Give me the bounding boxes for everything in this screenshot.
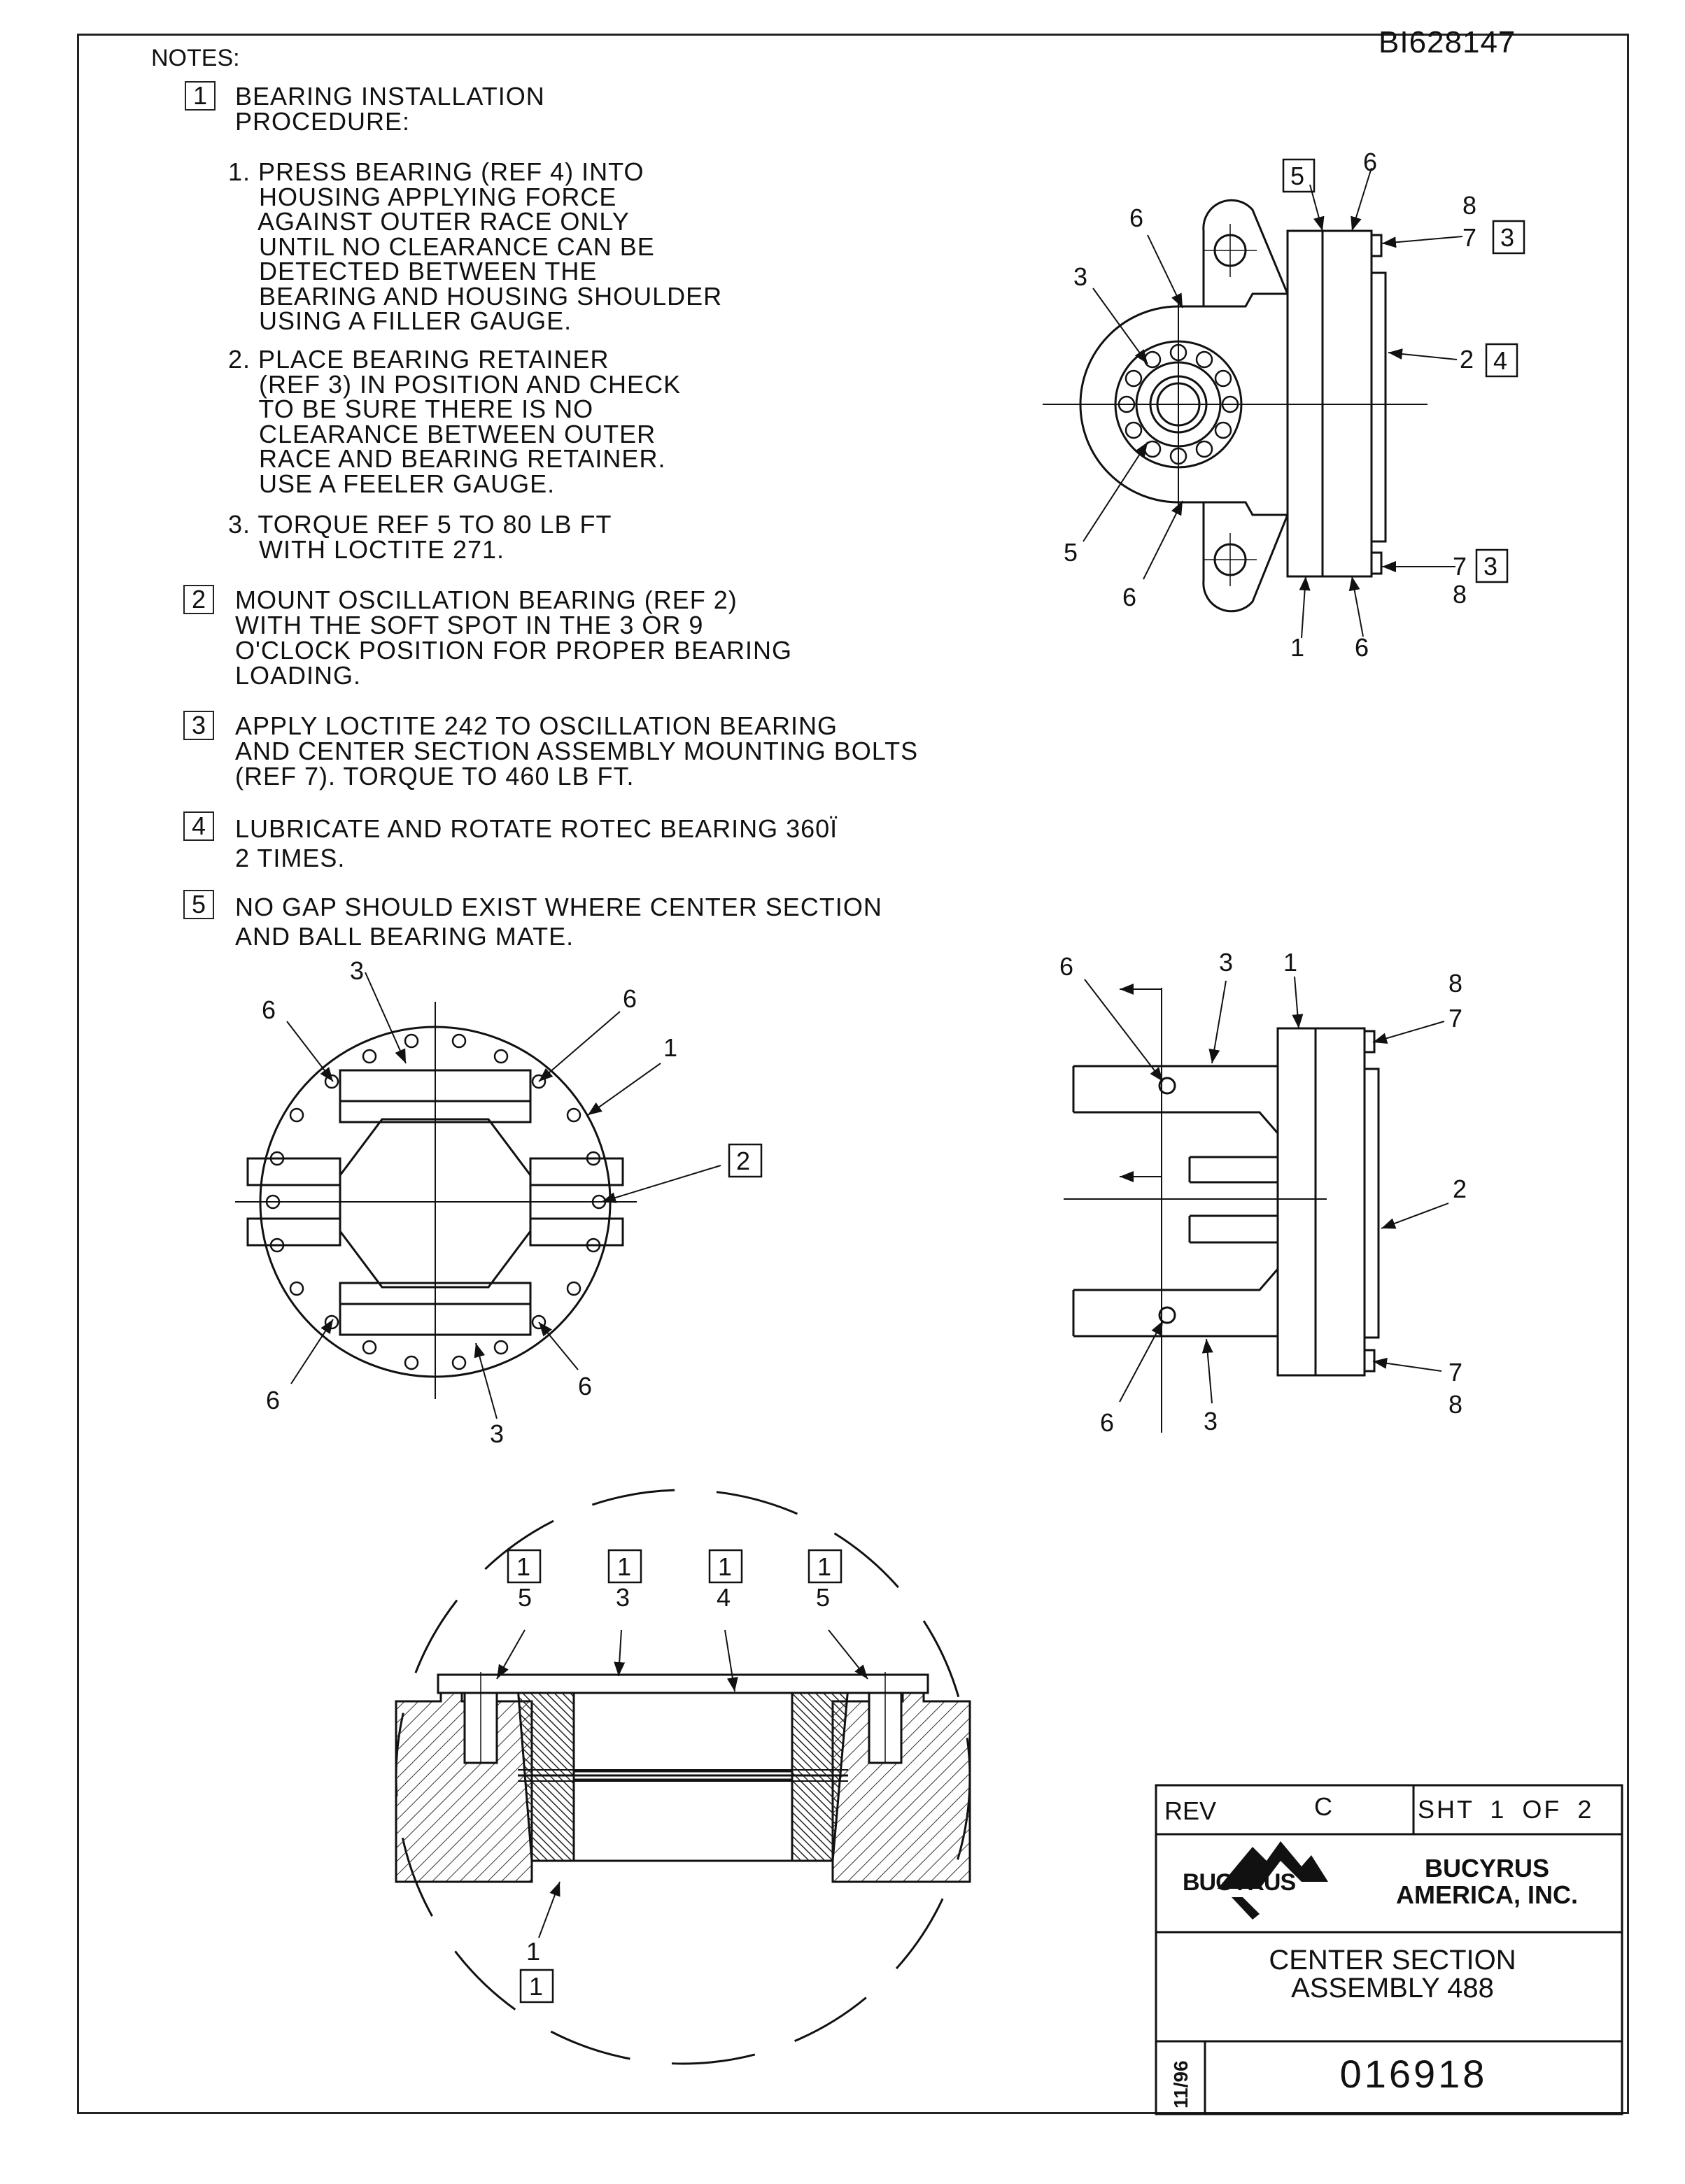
callout-label: 8 <box>1462 191 1476 220</box>
callout-label: 5 <box>816 1583 830 1612</box>
middle-left-view <box>235 972 721 1419</box>
callout-label: 6 <box>266 1386 280 1414</box>
callout-label: 3 <box>1073 262 1087 291</box>
callout-label: 6 <box>578 1372 592 1401</box>
note-1-step-3: 3. TORQUE REF 5 TO 80 LB FT WITH LOCTITE… <box>228 510 612 564</box>
note-4-text: LUBRICATE AND ROTATE ROTEC BEARING 360Ï … <box>235 814 838 872</box>
callout-label: 3 <box>1483 552 1497 581</box>
drawing-title: CENTER SECTION ASSEMBLY 488 <box>1269 1945 1516 2004</box>
callout-label: 6 <box>1122 583 1136 611</box>
callout-label: 6 <box>1100 1408 1114 1437</box>
document-id: BI628147 <box>1379 25 1516 59</box>
callout-label: 6 <box>1355 633 1369 662</box>
note-number-box: 1 <box>185 81 216 111</box>
detail-view <box>395 1489 971 2065</box>
callout-label: 6 <box>1059 952 1073 981</box>
drawing-border <box>77 34 1629 2114</box>
callout-label: 5 <box>518 1583 532 1612</box>
middle-left-callouts: 3 6 6 1 2 6 6 3 <box>262 956 763 1448</box>
middle-right-callouts: 6 3 1 8 7 2 7 8 6 3 <box>1059 948 1467 1437</box>
callout-label: 1 <box>1283 948 1297 977</box>
callout-label: 4 <box>717 1583 731 1612</box>
callout-label: 7 <box>1448 1358 1462 1387</box>
callout-label: 8 <box>1448 1390 1462 1419</box>
callout-label: 4 <box>1493 346 1507 375</box>
callout-label: 7 <box>1453 552 1467 581</box>
middle-right-view <box>1064 976 1449 1433</box>
callout-label: 1 <box>718 1552 732 1581</box>
detail-callouts: 1 1 1 1 5 3 4 5 1 1 <box>507 1549 842 2004</box>
note-5-text: NO GAP SHOULD EXIST WHERE CENTER SECTION… <box>235 893 882 951</box>
callout-label: 8 <box>1453 580 1467 609</box>
callout-label: 6 <box>1129 204 1143 232</box>
callout-label: 7 <box>1462 223 1476 252</box>
callout-label: 1 <box>1290 633 1304 662</box>
callout-label: 2 <box>1453 1175 1467 1203</box>
callout-label: 3 <box>1204 1407 1218 1435</box>
callout-label: 3 <box>616 1583 630 1612</box>
callout-label: 6 <box>262 995 276 1024</box>
callout-label: 5 <box>1290 162 1304 190</box>
notes-heading: NOTES: <box>151 45 240 71</box>
rev-value: C <box>1314 1792 1332 1821</box>
callout-label: 8 <box>1448 969 1462 998</box>
drawing-date: 11/96 <box>1170 2060 1192 2108</box>
note-3-text: APPLY LOCTITE 242 TO OSCILLATION BEARING… <box>235 711 919 790</box>
callout-label: 5 <box>1064 538 1078 567</box>
note-number-box: 2 <box>183 585 214 614</box>
callout-label: 7 <box>1448 1004 1462 1033</box>
callout-label: 1 <box>529 1972 543 2001</box>
callout-label: 3 <box>490 1419 504 1448</box>
note-number-box: 5 <box>183 890 214 919</box>
company-name: BUCYRUS AMERICA, INC. <box>1396 1854 1578 1909</box>
logo-mark <box>1218 1841 1328 1920</box>
callout-label: 6 <box>1355 633 1369 662</box>
callout-label: 6 <box>623 984 637 1013</box>
title-block <box>1155 1784 1623 2115</box>
callout-label: 1 <box>526 1937 540 1966</box>
callout-label: 1 <box>663 1033 677 1062</box>
callout-label: 3 <box>1500 223 1514 252</box>
note-number-box: 3 <box>183 711 214 740</box>
note-1-step-1: 1. PRESS BEARING (REF 4) INTO HOUSING AP… <box>228 157 723 335</box>
rev-label: REV <box>1164 1796 1217 1825</box>
company-logo: BUCYRUS <box>1183 1869 1296 1896</box>
note-2-text: MOUNT OSCILLATION BEARING (REF 2) WITH T… <box>235 586 792 690</box>
sheet-number: SHT 1 OF 2 <box>1418 1795 1594 1824</box>
note-1-text: BEARING INSTALLATION PROCEDURE: <box>235 82 545 136</box>
callout-label: 1 <box>516 1552 530 1581</box>
callout-label: 2 <box>1460 345 1474 374</box>
callout-label: 3 <box>350 956 364 985</box>
callout-label: 1 <box>817 1552 831 1581</box>
callout-label: 1 <box>617 1552 631 1581</box>
note-1-step-2: 2. PLACE BEARING RETAINER (REF 3) IN POS… <box>228 345 682 498</box>
top-right-callouts: 5 6 6 8 7 3 3 2 4 5 6 6 1 6 7 3 8 <box>1064 148 1525 662</box>
callout-label: 2 <box>736 1147 750 1175</box>
top-right-view <box>1043 167 1463 639</box>
callout-label: 6 <box>1363 148 1377 176</box>
note-number-box: 4 <box>183 811 214 841</box>
callout-label: 3 <box>1219 948 1233 977</box>
drawing-number: 016918 <box>1339 2052 1488 2096</box>
